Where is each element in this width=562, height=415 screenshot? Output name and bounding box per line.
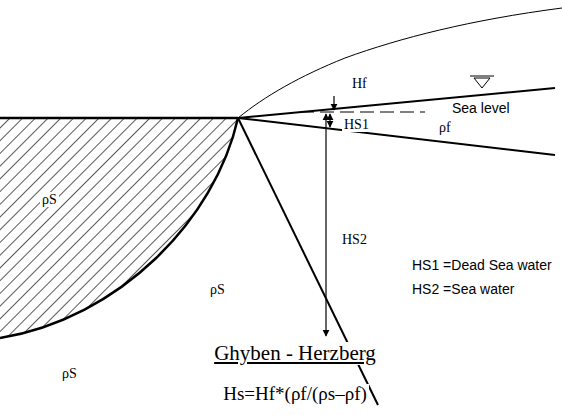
density-label: ρS (60, 366, 79, 381)
sea-level-label: Sea level (450, 101, 512, 116)
definition-note: HS2 =Sea water (410, 282, 516, 297)
depth-label: HS2 (340, 232, 369, 247)
head-label: Hf (350, 76, 369, 91)
dead-sea-surface (0, 117, 238, 120)
diagram-title: Ghyben - Herzberg (212, 342, 378, 365)
formula: Hs=Hf*(ρf/(ρs–ρf) (221, 384, 369, 405)
hs2-arrow (325, 114, 326, 336)
hf-arrow (333, 96, 334, 110)
dead-sea-body (0, 118, 238, 338)
sea-level-symbol (474, 78, 490, 88)
density-label: ρS (40, 192, 59, 207)
density-label: ρS (208, 282, 227, 297)
land-surface (238, 8, 562, 118)
density-label: ρf (437, 120, 453, 135)
sea-level-symbol-bar (470, 76, 494, 77)
dead-sea-boundary (0, 118, 238, 338)
dead-sea-interface (238, 118, 555, 155)
depth-label: HS1 (342, 117, 371, 132)
definition-note: HS1 =Dead Sea water (410, 258, 554, 273)
water-table-line (238, 88, 555, 118)
reference-level (300, 111, 425, 112)
hs1-arrow (329, 114, 330, 127)
